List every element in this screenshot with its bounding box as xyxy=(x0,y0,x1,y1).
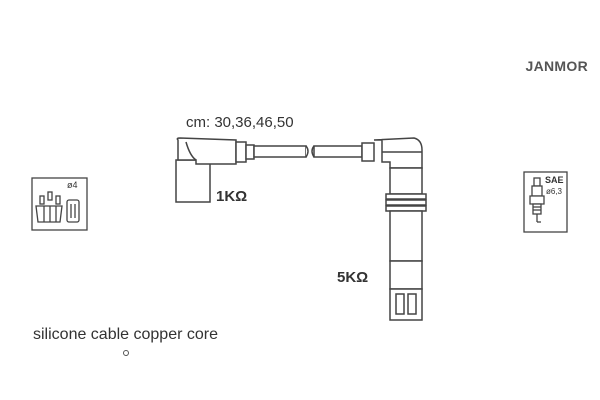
distributor-resistor-label: 1KΩ xyxy=(216,188,248,205)
spark-plug-boot xyxy=(361,137,427,321)
spark-plug-size-label: ø6,3 xyxy=(546,187,563,196)
ignition-cable xyxy=(253,145,363,158)
spark-plug-standard-label: SAE xyxy=(545,175,564,185)
material-label: silicone cable copper core xyxy=(33,326,218,343)
distributor-cap-icon xyxy=(31,177,88,231)
distributor-boot xyxy=(175,137,255,203)
distributor-size-label: ø4 xyxy=(67,180,78,190)
brand-name: JANMOR xyxy=(525,58,588,74)
spark-plug-icon xyxy=(523,171,568,233)
cable-lengths-label: cm: 30,36,46,50 xyxy=(186,114,294,131)
bullet-dot xyxy=(123,350,129,356)
plug-resistor-label: 5KΩ xyxy=(337,269,369,286)
